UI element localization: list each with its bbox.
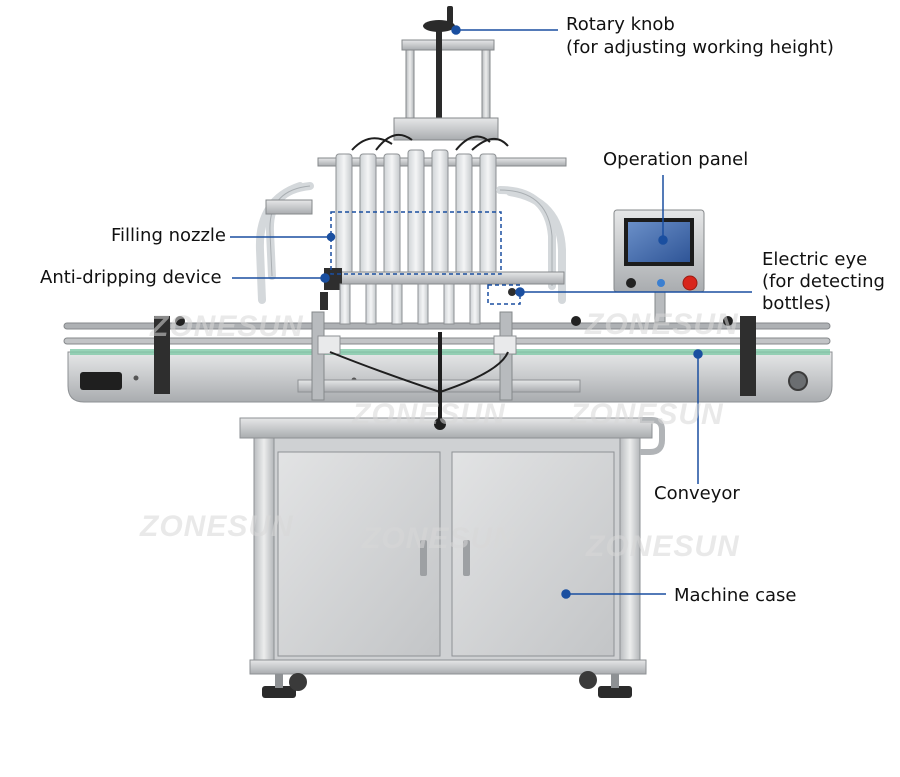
rotary-knob-handle: [447, 6, 453, 24]
conveyor-end-wheel: [788, 371, 808, 391]
rail-bracket-left: [154, 316, 170, 394]
panel-switch: [626, 278, 636, 288]
label-machine-case: Machine case: [674, 585, 797, 606]
lead-screw: [436, 30, 442, 130]
label-rotary-knob: Rotary knob: [566, 14, 675, 35]
right-door: [451, 451, 615, 657]
left-door: [277, 451, 441, 657]
label-rotary-knob-note: (for adjusting working height): [566, 37, 834, 58]
rail-bracket-right: [740, 316, 756, 396]
leader-lines: [230, 25, 752, 599]
watermark: ZONESUN: [570, 398, 724, 431]
top-frame: [401, 39, 495, 51]
label-conveyor: Conveyor: [654, 483, 740, 504]
lift-carriage: [393, 117, 499, 141]
conveyor: [63, 316, 833, 403]
watermark: ZONESUN: [586, 530, 740, 563]
conveyor-belt: [70, 349, 830, 355]
watermark: ZONESUN: [140, 510, 294, 543]
right-caster: [579, 671, 597, 689]
base-frame: [249, 659, 647, 675]
panel-indicator: [657, 279, 665, 287]
electric-eye-highlight: [487, 284, 521, 305]
label-anti-dripping-device: Anti-dripping device: [40, 267, 222, 288]
operation-panel: [613, 209, 705, 323]
guide-rail-front: [63, 337, 831, 345]
label-electric-eye-note-2: bottles): [762, 293, 832, 314]
left-caster: [289, 673, 307, 691]
left-post: [253, 437, 275, 671]
left-door-handle: [420, 540, 427, 576]
label-electric-eye-note-1: (for detecting: [762, 271, 885, 292]
right-door-handle: [463, 540, 470, 576]
machine-case: [239, 417, 665, 698]
watermark: ZONESUN: [362, 522, 516, 555]
electric-eye-sensor: [508, 288, 516, 296]
label-filling-nozzle: Filling nozzle: [111, 225, 226, 246]
conveyor-motor-plate: [80, 372, 122, 390]
watermark: ZONESUN: [585, 308, 739, 341]
emergency-stop: [682, 275, 698, 291]
rotary-knob: [423, 20, 455, 32]
watermark: ZONESUN: [150, 310, 304, 343]
right-foot: [598, 686, 632, 698]
label-operation-panel: Operation panel: [603, 149, 749, 170]
label-electric-eye: Electric eye: [762, 249, 868, 270]
nozzle-bar: [297, 311, 581, 430]
left-foot: [262, 686, 296, 698]
filling-head: [255, 6, 567, 325]
conveyor-body: [67, 351, 833, 403]
watermark: ZONESUN: [352, 398, 506, 431]
filling-nozzle-highlight: [330, 211, 502, 275]
